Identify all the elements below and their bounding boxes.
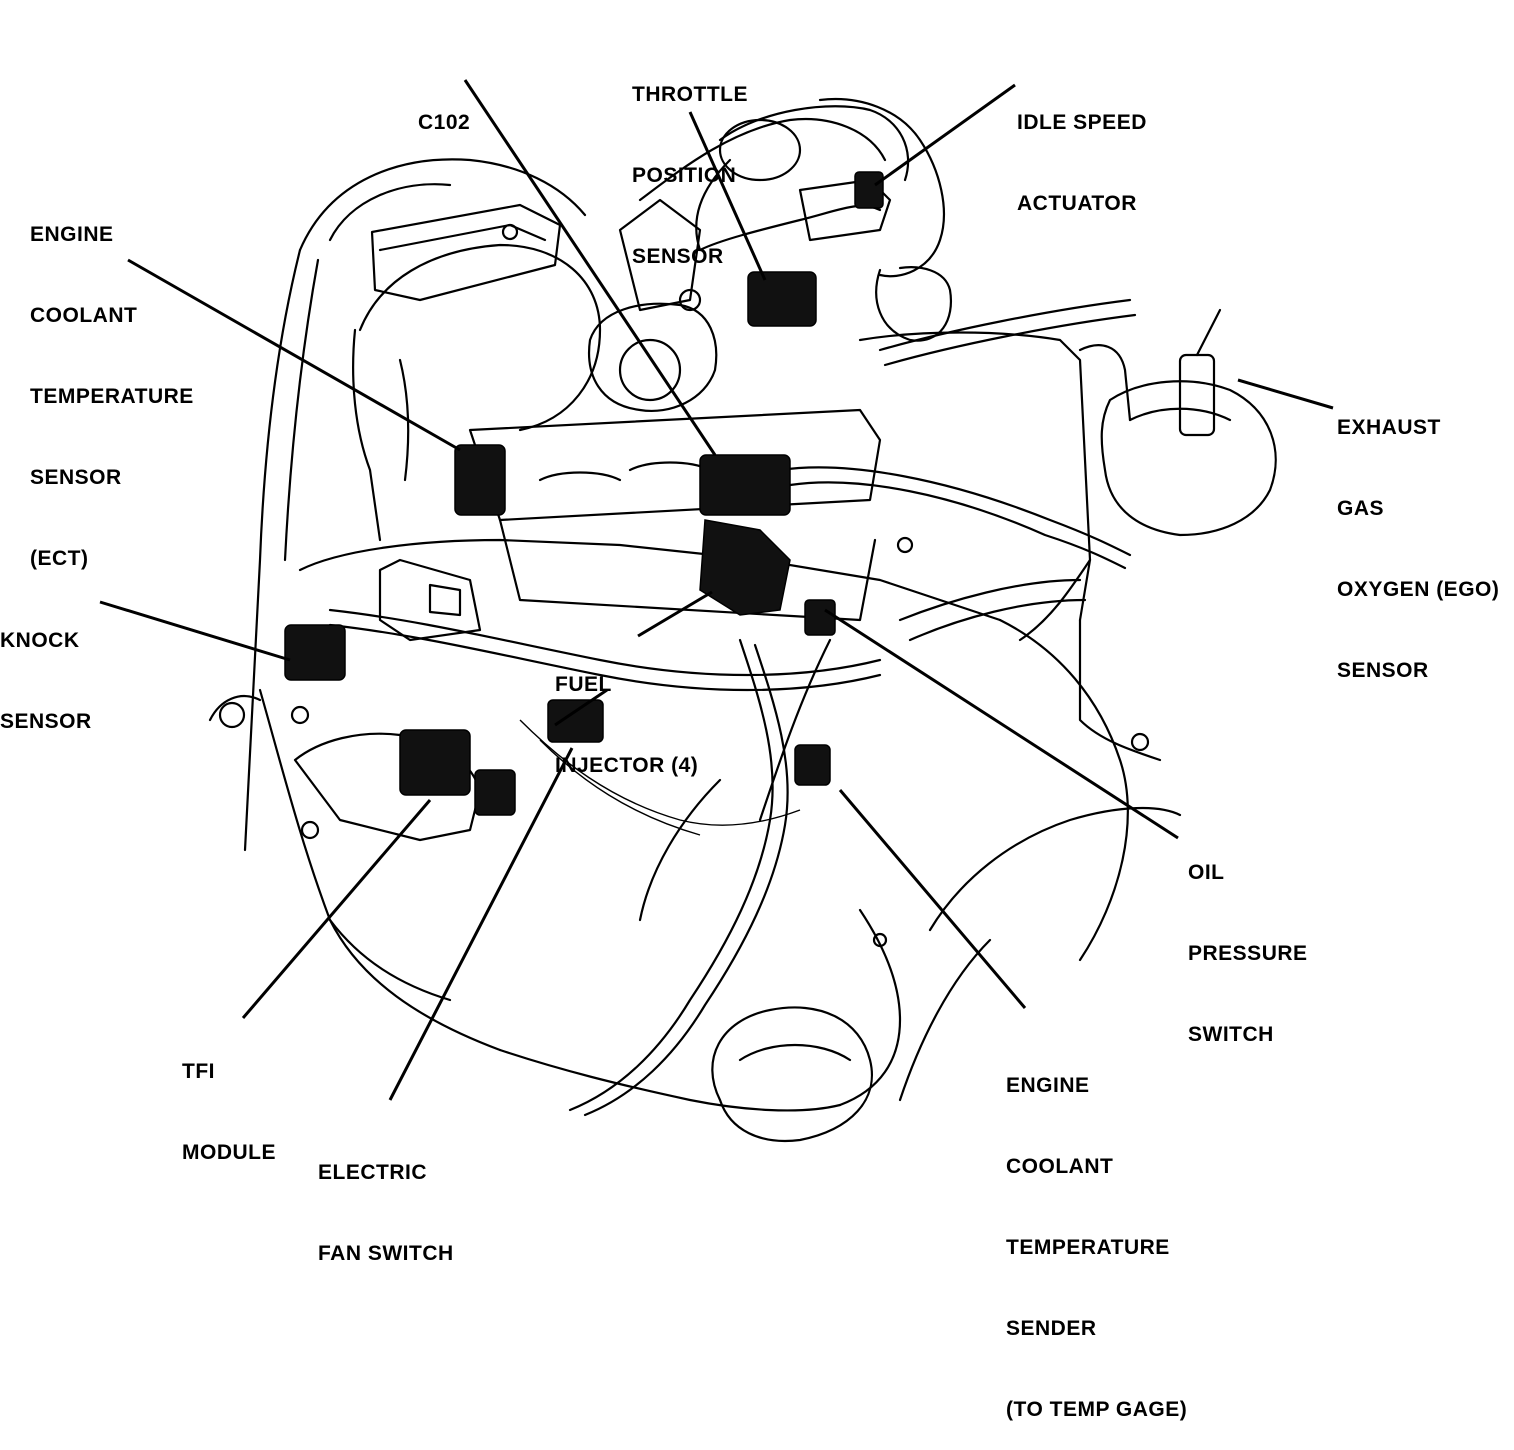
label-line: ENGINE xyxy=(30,223,114,246)
label-line: MODULE xyxy=(182,1141,276,1164)
label-engine-coolant-temperature-sender: ENGINE COOLANT TEMPERATURE SENDER (TO TE… xyxy=(1006,1018,1187,1450)
label-line: PRESSURE xyxy=(1188,942,1308,965)
tps-connector-part xyxy=(747,271,817,327)
ego-leader xyxy=(1237,378,1334,410)
label-line: THROTTLE xyxy=(632,83,748,106)
label-line: IDLE SPEED xyxy=(1017,111,1147,134)
engine-drawing xyxy=(208,98,1277,1142)
label-throttle-position-sensor: THROTTLE POSITION SENSOR xyxy=(632,27,748,297)
label-knock-sensor: KNOCK SENSOR xyxy=(0,573,92,762)
ect-sensor-part xyxy=(454,444,506,516)
label-fuel-injector: FUEL INJECTOR (4) xyxy=(555,617,698,806)
isa-leader xyxy=(874,83,1016,187)
label-exhaust-gas-oxygen-sensor: EXHAUST GAS OXYGEN (EGO) SENSOR xyxy=(1337,360,1499,711)
knock-leader xyxy=(99,600,291,662)
ect-leader xyxy=(127,258,461,452)
label-line: TFI xyxy=(182,1060,215,1083)
component-blobs xyxy=(284,171,884,816)
tps-leader xyxy=(688,111,767,281)
label-line: KNOCK xyxy=(0,629,80,652)
label-line: COOLANT xyxy=(30,304,138,327)
injector-leader-a xyxy=(637,590,713,638)
label-line: SENSOR xyxy=(30,466,122,489)
tfi-connector-part xyxy=(474,769,516,816)
label-line: POSITION xyxy=(632,164,737,187)
label-idle-speed-actuator: IDLE SPEED ACTUATOR xyxy=(1017,55,1147,244)
label-oil-pressure-switch: OIL PRESSURE SWITCH xyxy=(1188,805,1308,1075)
label-engine-coolant-temperature-sensor: ENGINE COOLANT TEMPERATURE SENSOR (ECT) xyxy=(30,167,194,599)
tfi-leader xyxy=(241,799,432,1019)
injector-leader-b xyxy=(554,688,608,727)
label-line: GAS xyxy=(1337,497,1385,520)
tfi-module-part xyxy=(399,729,471,796)
knock-sensor-part xyxy=(284,624,346,681)
label-line: ELECTRIC xyxy=(318,1161,427,1184)
label-line: TEMPERATURE xyxy=(30,385,194,408)
label-line: SENSOR xyxy=(1337,659,1429,682)
injector-harness-part xyxy=(699,519,791,616)
c102-connector-part xyxy=(699,454,791,516)
label-line: FUEL xyxy=(555,673,612,696)
label-line: TEMPERATURE xyxy=(1006,1236,1170,1259)
oil-switch-part xyxy=(804,599,836,636)
temp-sender-part xyxy=(794,744,831,786)
c102-leader xyxy=(463,79,717,456)
label-line: OIL xyxy=(1188,861,1225,884)
fan-switch-part xyxy=(547,699,604,743)
label-line: SENDER xyxy=(1006,1317,1097,1340)
label-line: FAN SWITCH xyxy=(318,1242,454,1265)
label-line: C102 xyxy=(418,111,471,134)
oil-leader xyxy=(824,608,1179,840)
label-line: INJECTOR (4) xyxy=(555,754,699,777)
label-line: ENGINE xyxy=(1006,1074,1090,1097)
label-line: (ECT) xyxy=(30,547,89,570)
label-line: SWITCH xyxy=(1188,1023,1274,1046)
label-c102: C102 xyxy=(418,55,470,163)
label-line: EXHAUST xyxy=(1337,416,1441,439)
isa-connector-part xyxy=(854,171,884,209)
label-line: ACTUATOR xyxy=(1017,192,1137,215)
label-line: (TO TEMP GAGE) xyxy=(1006,1398,1188,1421)
label-line: SENSOR xyxy=(632,245,724,268)
label-line: SENSOR xyxy=(0,710,92,733)
label-tfi-module: TFI MODULE xyxy=(182,1004,276,1193)
fan-leader xyxy=(388,747,574,1101)
label-line: OXYGEN (EGO) xyxy=(1337,578,1500,601)
sender-leader xyxy=(838,789,1027,1009)
engine-component-diagram xyxy=(99,79,1334,1142)
leader-lines xyxy=(99,79,1334,1101)
label-electric-fan-switch: ELECTRIC FAN SWITCH xyxy=(318,1105,454,1294)
label-line: COOLANT xyxy=(1006,1155,1114,1178)
